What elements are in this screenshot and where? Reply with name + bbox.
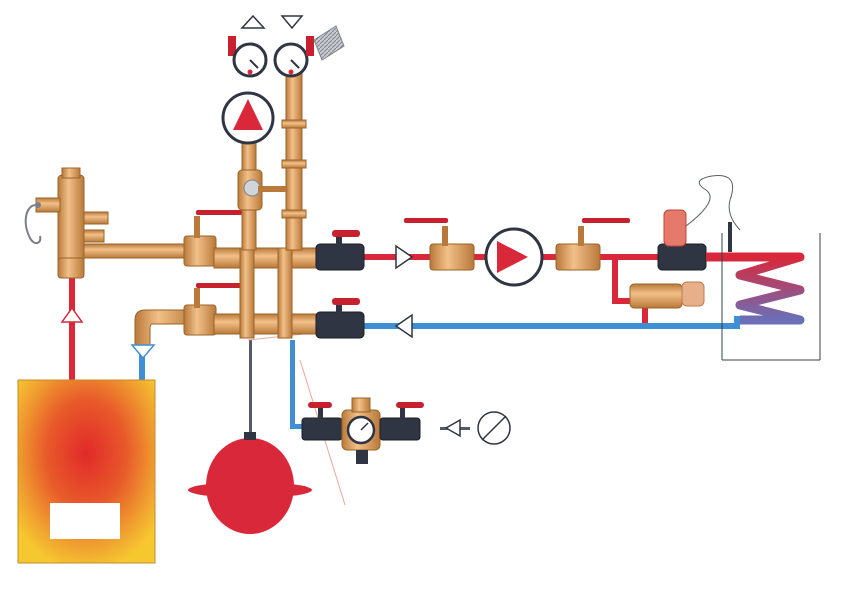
secondary-return-pipe — [360, 316, 740, 329]
boiler-return-pipe — [139, 345, 145, 383]
thermostatic-valve — [657, 175, 741, 271]
secondary-valve-1 — [404, 218, 475, 271]
primary-supply-brass — [83, 210, 242, 267]
mains-water-inlet — [444, 411, 511, 445]
valve-handle[interactable] — [582, 218, 630, 223]
expansion-vessel — [188, 432, 312, 534]
bypass-fitting — [629, 281, 705, 309]
valve-handle[interactable] — [396, 402, 424, 408]
primary-pump — [221, 91, 275, 145]
valve-handle[interactable] — [404, 218, 448, 223]
pump-riser — [237, 69, 307, 251]
secondary-valve-2 — [555, 218, 630, 271]
valve-handle[interactable] — [196, 283, 242, 288]
valve-handle[interactable] — [332, 298, 360, 305]
flow-arrow-up — [60, 306, 84, 323]
flow-arrow-right — [395, 244, 414, 270]
flow-arrow-left — [394, 313, 413, 339]
air-separator — [24, 167, 109, 279]
expansion-pipe — [249, 340, 252, 440]
boiler — [17, 379, 156, 564]
valve-handle[interactable] — [308, 402, 332, 408]
boiler-supply-pipe — [69, 270, 75, 382]
secondary-pump — [484, 227, 544, 287]
heat-exchanger-coil — [706, 233, 821, 361]
valve-handle[interactable] — [332, 230, 360, 237]
thermometer-supply — [228, 36, 268, 78]
filling-unit — [301, 397, 424, 464]
filling-pipe — [290, 340, 310, 429]
valve-handle[interactable] — [196, 210, 242, 215]
thermometer-return — [273, 25, 345, 78]
hydraulic-manifold — [213, 230, 365, 339]
flow-arrow-up — [240, 14, 266, 29]
boiler-panel — [50, 503, 120, 539]
primary-return-brass — [130, 283, 242, 360]
flow-arrow-down — [280, 15, 304, 30]
